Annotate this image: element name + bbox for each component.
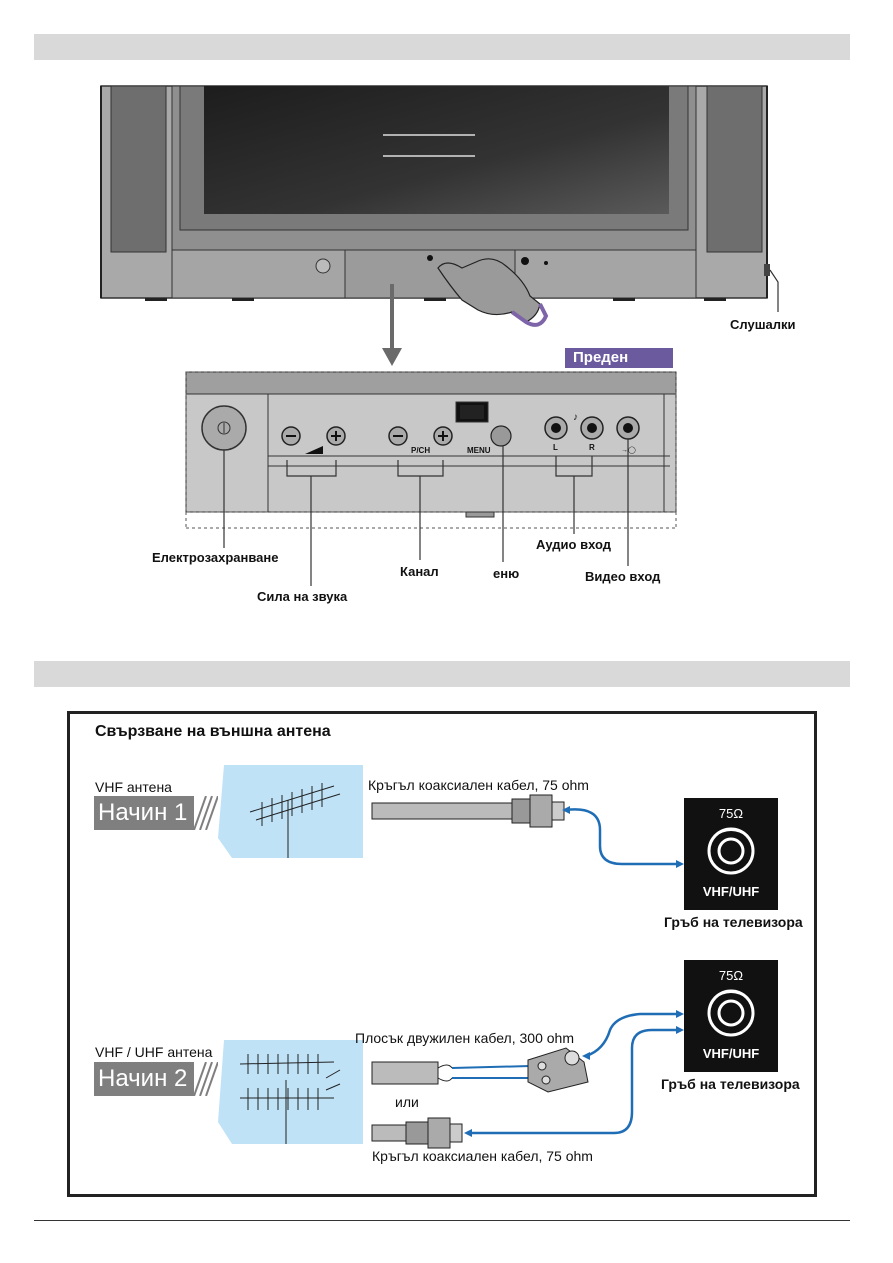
svg-text:♪: ♪ — [573, 412, 578, 423]
audio-right-text: R — [589, 443, 595, 452]
tv-antenna-port-1: 75Ω VHF/UHF — [684, 798, 778, 910]
method1-badge: Начин 1 — [94, 796, 218, 830]
tv-back-caption-1: Гръб на телевизора — [664, 914, 803, 930]
method2-flat-cable-label: Плосък двужилен кабел, 300 ohm — [355, 1030, 574, 1046]
audio-left-text: L — [553, 443, 558, 452]
section-header-band-top — [34, 34, 850, 60]
method2-or-label: или — [395, 1094, 419, 1110]
front-panel-badge: Преден — [565, 348, 673, 368]
tv-antenna-port-2: 75Ω VHF/UHF — [684, 960, 778, 1072]
method1-antenna-label: VHF антена — [95, 779, 172, 795]
antenna-jack-icon — [707, 827, 755, 875]
port2-band: VHF/UHF — [702, 1046, 760, 1061]
volume-label: Сила на звука — [257, 589, 348, 604]
tv-back-caption-2: Гръб на телевизора — [661, 1076, 800, 1092]
port2-impedance: 75Ω — [718, 968, 744, 983]
method2-badge: Начин 2 — [94, 1062, 218, 1096]
method1-cable-label: Кръгъл коаксиален кабел, 75 ohm — [368, 777, 589, 793]
antenna-jack-icon — [707, 989, 755, 1037]
method2-coax-label: Кръгъл коаксиален кабел, 75 ohm — [372, 1148, 593, 1164]
menu-label: еню — [493, 566, 520, 581]
audio-input-label: Аудио вход — [536, 537, 612, 552]
method2-badge-text: Начин 2 — [94, 1062, 194, 1096]
port1-band: VHF/UHF — [702, 884, 760, 899]
port1-impedance: 75Ω — [718, 806, 744, 821]
channel-label: Канал — [400, 564, 439, 579]
section-header-band-middle — [34, 661, 850, 687]
power-label: Електрозахранване — [152, 550, 279, 565]
method1-badge-text: Начин 1 — [94, 796, 194, 830]
method2-antenna-label: VHF / UHF антена — [95, 1044, 213, 1060]
menu-panel-text: MENU — [467, 446, 491, 455]
antenna-connection-frame — [67, 711, 817, 1197]
video-input-label: Видео вход — [585, 569, 661, 584]
headphones-label: Слушалки — [730, 317, 796, 332]
tv-front-illustration: ♪ →◯ — [100, 85, 779, 586]
antenna-diagram — [218, 765, 684, 1149]
antenna-section-title: Свързване на външна антена — [95, 723, 331, 740]
page-bottom-rule — [34, 1220, 850, 1221]
pch-panel-text: P/CH — [411, 446, 431, 455]
